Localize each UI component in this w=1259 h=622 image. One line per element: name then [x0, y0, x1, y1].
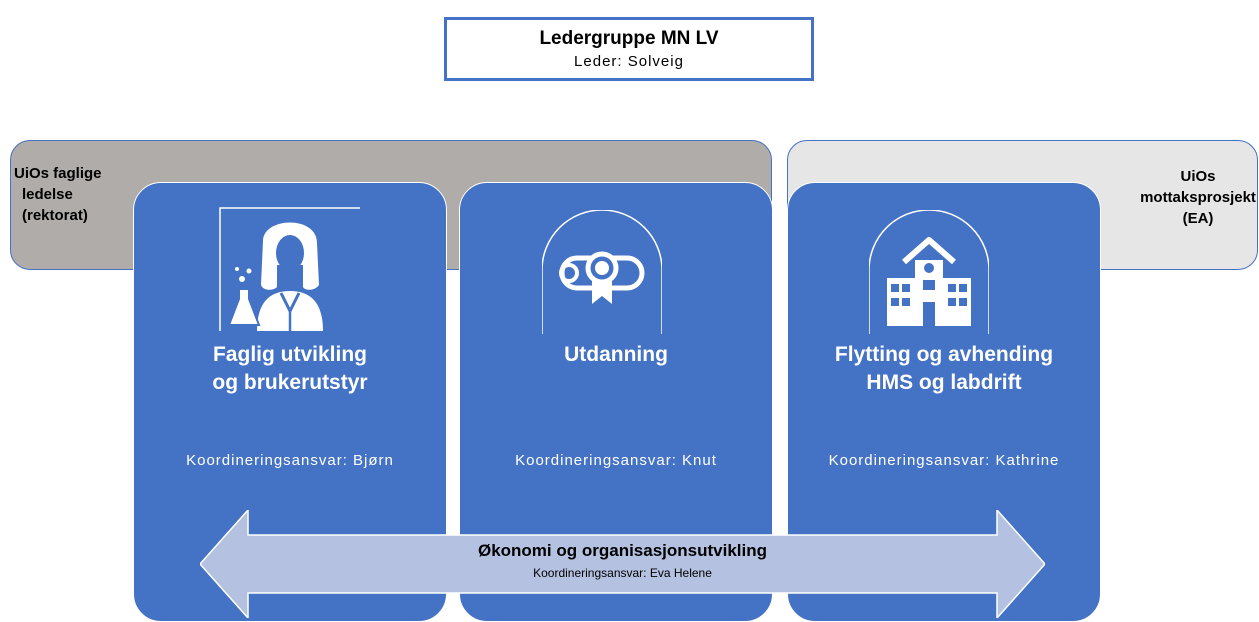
band-left-label-line: (rektorat) — [22, 207, 88, 224]
band-left-label-line: ledelse — [22, 186, 73, 203]
band-left-label: UiOs faglige ledelse (rektorat) — [14, 163, 139, 226]
leader-subtitle: Leder: Solveig — [574, 53, 684, 70]
band-right-label-line: mottaksprosjekt — [1140, 189, 1256, 206]
double-arrow — [200, 510, 1045, 618]
column-title-line: Faglig utvikling — [212, 343, 367, 366]
column-title-line: Flytting og avhending — [834, 343, 1054, 366]
column-title-line: HMS og labdrift — [866, 371, 1022, 394]
coordinator-knut: Koordineringsansvar: Knut — [515, 452, 717, 469]
band-right-label-line: (EA) — [1182, 210, 1214, 227]
arrow-subtitle: Koordineringsansvar: Eva Helene — [533, 566, 712, 580]
diploma-icon — [542, 210, 662, 334]
scientist-icon — [219, 207, 360, 331]
leader-title: Ledergruppe MN LV — [539, 28, 719, 49]
arrow-title: Økonomi og organisasjonsutvikling — [477, 541, 768, 560]
band-right-label-line: UiOs — [1180, 168, 1216, 185]
column-title-faglig: Faglig utvikling og brukerutstyr — [133, 341, 447, 397]
column-title-line: og brukerutstyr — [212, 371, 368, 394]
band-left-label-line: UiOs faglige — [14, 165, 102, 182]
school-building-icon — [869, 210, 989, 334]
column-title-line: Utdanning — [564, 343, 668, 366]
column-title-flytting: Flytting og avhending HMS og labdrift — [787, 341, 1101, 397]
coordinator-kathrine: Koordineringsansvar: Kathrine — [828, 452, 1060, 469]
column-title-utdanning: Utdanning — [459, 341, 773, 369]
coordinator-bjorn: Koordineringsansvar: Bjørn — [186, 452, 394, 469]
band-right-label: UiOs mottaksprosjekt (EA) — [1138, 166, 1258, 229]
leader-box: Ledergruppe MN LV Leder: Solveig — [444, 17, 814, 81]
